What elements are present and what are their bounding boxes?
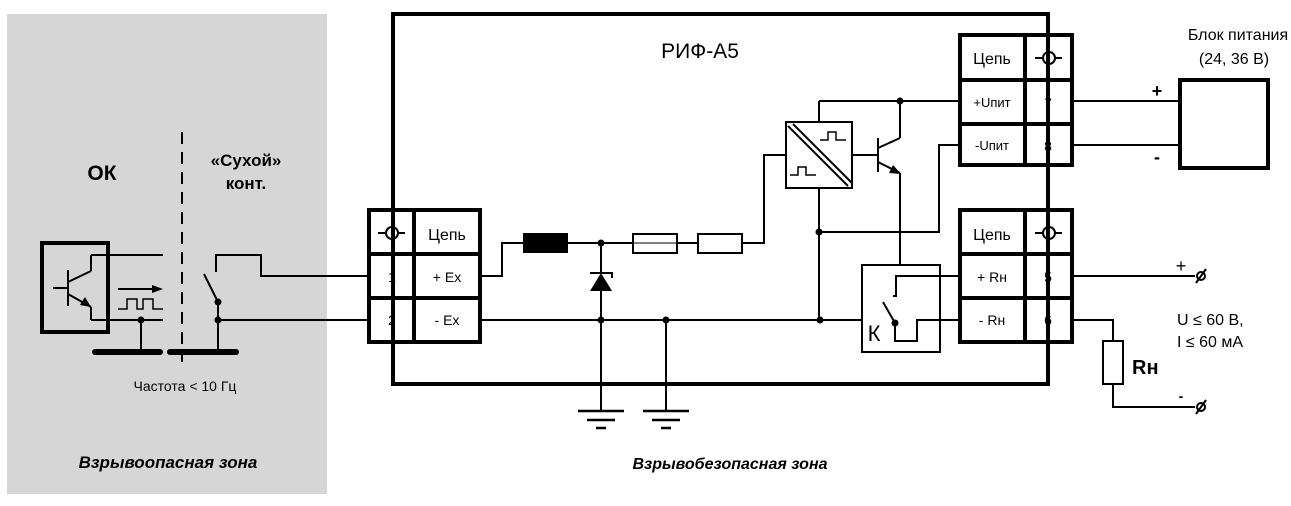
load-minus-sign: -	[1179, 388, 1184, 404]
ground-icon	[643, 409, 689, 430]
load-resistor-label: Rн	[1132, 357, 1159, 379]
relay-label: К	[868, 321, 881, 346]
hazard-zone-panel	[7, 14, 327, 494]
terminal-symbol-icon	[1035, 51, 1062, 65]
power-minus-sign: -	[1154, 147, 1160, 167]
relay-icon	[861, 264, 960, 353]
power-plus-sign: +	[1152, 81, 1163, 101]
dry-contact-label-1: «Сухой»	[211, 151, 282, 170]
input-circuit-1: + Ex	[433, 269, 461, 285]
open-collector-transistor-icon	[40, 241, 163, 334]
safe-zone-label: Взрывобезопасная зона	[632, 456, 827, 473]
power-supply-label-2: (24, 36 В)	[1199, 51, 1269, 68]
output-transistor-icon	[852, 101, 901, 265]
frequency-label: Частота < 10 Гц	[134, 378, 237, 394]
load-pin-5[interactable]: 5	[1044, 269, 1052, 285]
load-circuit-minus: - Rн	[979, 312, 1005, 328]
zener-diode-icon	[590, 243, 613, 320]
power-header-label: Цепь	[973, 51, 1011, 68]
terminal-block-power	[958, 33, 1074, 167]
resistor-icon	[697, 233, 743, 254]
load-resistor-icon	[1102, 340, 1124, 385]
input-header-label: Цепь	[428, 227, 466, 244]
power-circuit-plus: +Uпит	[973, 95, 1010, 110]
power-supply-label-1: Блок питания	[1188, 27, 1288, 44]
load-plus-sign: +	[1176, 256, 1187, 276]
ground-icon	[578, 409, 624, 430]
power-pin-8[interactable]: 8	[1044, 138, 1052, 154]
dry-contact-switch-icon	[167, 254, 369, 355]
device-enclosure	[391, 12, 1050, 386]
power-circuit-minus: -Uпит	[975, 138, 1009, 153]
pulse-train-icon	[118, 298, 163, 310]
load-header-label: Цепь	[973, 227, 1011, 244]
terminal-symbol-icon	[1035, 226, 1062, 240]
power-pin-7[interactable]: 7	[1044, 95, 1052, 111]
input-pin-2[interactable]: 2	[388, 312, 396, 328]
load-pin-6[interactable]: 6	[1044, 312, 1052, 328]
hazard-zone-label: Взрывоопасная зона	[79, 453, 258, 472]
device-title: РИФ-А5	[661, 40, 739, 63]
signal-arrow-icon	[118, 285, 163, 293]
signal-converter-icon	[785, 121, 853, 189]
input-pin-1[interactable]: 1	[388, 269, 396, 285]
load-voltage-limit: U ≤ 60 В,	[1177, 312, 1244, 329]
dry-contact-label-2: конт.	[226, 174, 267, 193]
ok-label: ОК	[87, 162, 116, 185]
load-plus-terminal-icon	[1195, 268, 1207, 284]
inductor-black-icon	[523, 233, 568, 253]
load-circuit-plus: + Rн	[977, 269, 1007, 285]
load-minus-terminal-icon	[1195, 399, 1207, 415]
power-supply-box	[1178, 78, 1270, 170]
input-circuit-2: - Ex	[435, 312, 460, 328]
terminal-symbol-icon	[378, 226, 405, 240]
load-current-limit: I ≤ 60 мА	[1177, 334, 1243, 351]
